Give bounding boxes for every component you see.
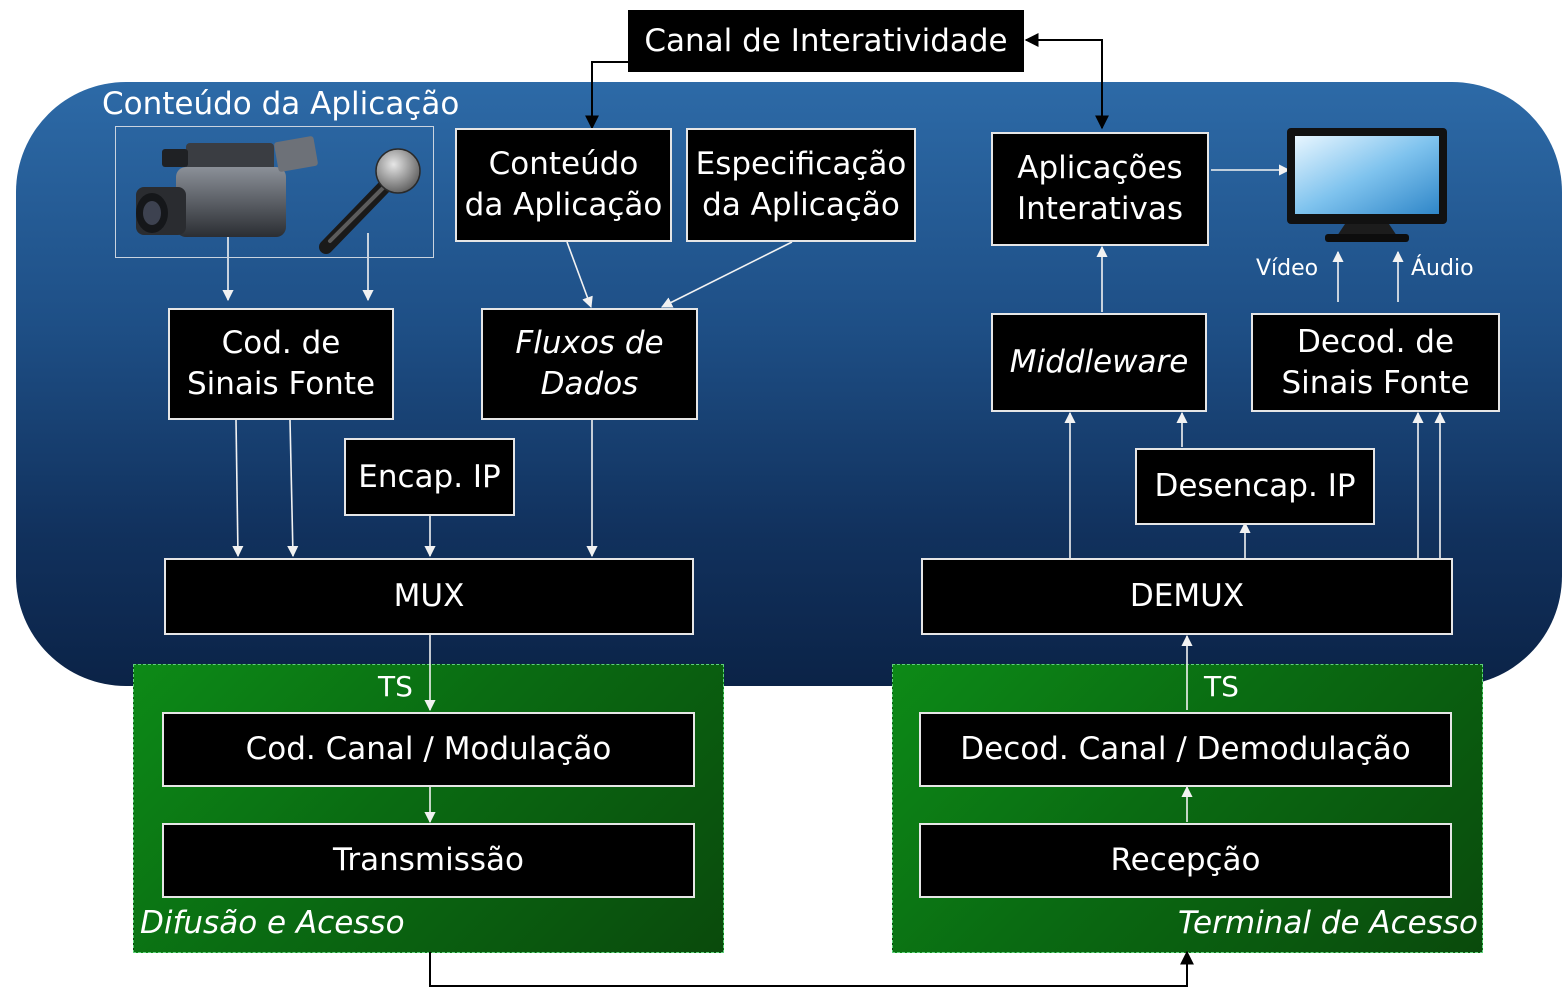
- source-decoding-label: Decod. de Sinais Fonte: [1281, 323, 1470, 401]
- channel-coding-box: Cod. Canal / Modulação: [162, 712, 695, 787]
- channel-decoding-label: Decod. Canal / Demodulação: [960, 731, 1411, 767]
- video-camera-icon: [136, 136, 318, 237]
- ts-left-label: TS: [378, 670, 413, 703]
- ip-encap-label: Encap. IP: [358, 458, 501, 495]
- middleware-label: Middleware: [1009, 344, 1189, 380]
- media-source-frame: [115, 126, 434, 258]
- demux-box: DEMUX: [921, 558, 1453, 635]
- access-terminal-label: Terminal de Acesso: [1177, 905, 1478, 941]
- app-spec-box-label: Especificação da Aplicação: [695, 146, 907, 223]
- channel-decoding-box: Decod. Canal / Demodulação: [919, 712, 1452, 787]
- source-coding-label: Cod. de Sinais Fonte: [186, 325, 376, 402]
- mux-label: MUX: [393, 578, 465, 614]
- app-content-box: Conteúdo da Aplicação: [455, 128, 672, 242]
- interactivity-channel-label: Canal de Interatividade: [644, 22, 1008, 59]
- interactivity-channel-box: Canal de Interatividade: [628, 10, 1024, 72]
- channel-coding-label: Cod. Canal / Modulação: [245, 731, 612, 767]
- video-label: Vídeo: [1256, 256, 1319, 281]
- source-decoding-box: Decod. de Sinais Fonte: [1251, 313, 1500, 412]
- audio-label: Áudio: [1411, 256, 1474, 281]
- microphone-icon: [319, 148, 421, 254]
- data-streams-label: Fluxos de Dados: [515, 325, 664, 402]
- transmission-label: Transmissão: [333, 842, 524, 878]
- transmission-box: Transmissão: [162, 823, 695, 898]
- app-content-box-label: Conteúdo da Aplicação: [464, 146, 663, 223]
- media-icons: [136, 136, 421, 254]
- interactive-apps-box: Aplicações Interativas: [991, 132, 1209, 246]
- app-spec-box: Especificação da Aplicação: [686, 128, 916, 242]
- broadcast-access-label: Difusão e Acesso: [140, 905, 405, 941]
- mux-box: MUX: [164, 558, 694, 635]
- source-coding-box: Cod. de Sinais Fonte: [168, 308, 394, 420]
- ip-decap-label: Desencap. IP: [1154, 468, 1356, 504]
- demux-label: DEMUX: [1129, 578, 1245, 614]
- ip-decap-box: Desencap. IP: [1135, 448, 1375, 525]
- data-streams-box: Fluxos de Dados: [481, 308, 698, 420]
- ip-encap-box: Encap. IP: [344, 438, 515, 516]
- middleware-box: Middleware: [991, 313, 1207, 412]
- television-icon: [1287, 128, 1447, 242]
- reception-label: Recepção: [1110, 842, 1261, 878]
- ts-right-label: TS: [1204, 670, 1239, 703]
- reception-box: Recepção: [919, 823, 1452, 898]
- interactive-apps-label: Aplicações Interativas: [1016, 150, 1184, 227]
- app-content-title: Conteúdo da Aplicação: [102, 86, 460, 122]
